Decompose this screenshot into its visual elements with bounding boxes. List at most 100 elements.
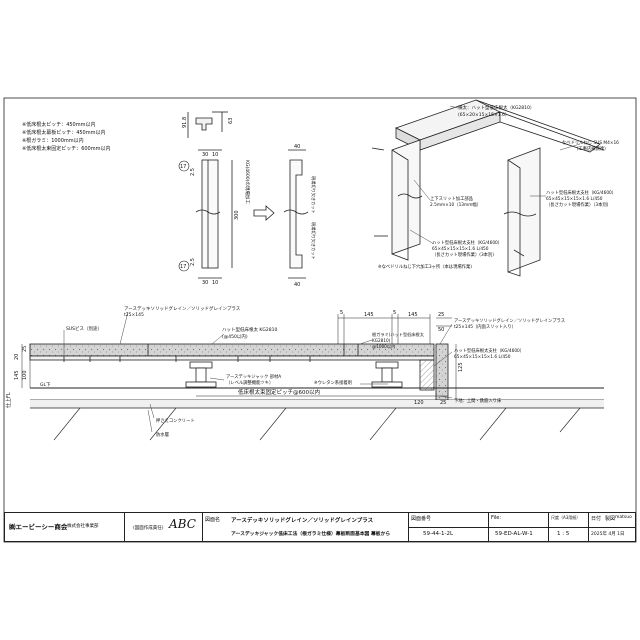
dim-40-top: 40 <box>294 144 300 150</box>
sec-label-10: 押さえコンクリート <box>156 417 195 424</box>
dim-17-top: 17 <box>180 164 186 170</box>
post-front-detail <box>195 149 233 279</box>
sec-label-5b: t25×145（内面スリット入り） <box>454 323 516 330</box>
isometric-assembly <box>371 99 605 277</box>
note-4: ※低床根太束固定ピッチ：600mm以内 <box>22 145 110 152</box>
date-label: 日付 <box>591 516 602 522</box>
iso-label-3c: （長さカット現場作業）（3本別) <box>546 201 609 208</box>
dim-25b: 25 <box>440 400 446 406</box>
drawing-title-2: アースデッキジャック低床工法（根ガラミ仕様）幕板断面基本図 幕板から <box>231 532 391 537</box>
dim-10-bottom: 10 <box>212 280 218 286</box>
sec-label-9: 下地：土間・鉄筋入り床 <box>454 397 502 404</box>
note-2: ※低床根太幕板ピッチ：450mm以内 <box>22 129 105 136</box>
dim-145v: 145 <box>14 370 20 380</box>
post-cut-detail <box>283 149 309 279</box>
file-cell: File: 59-ED-AL-W-1 <box>489 513 549 541</box>
sec-label-5a: アースデッキソリッドグレイン／ソリッドグレインプラス <box>454 317 565 324</box>
process-arrow-icon <box>253 205 275 221</box>
profile-section-detail <box>187 111 228 138</box>
sec-label-6a: ハット型低床根太支柱（KG/4600） <box>454 347 524 354</box>
drawing-title-1: アースデッキソリッドグレイン／ソリッドグレインプラス <box>231 518 374 524</box>
iso-label-5c: （長さカット現場作業）(3本別) <box>432 251 494 258</box>
sec-label-3a: ハット型低床根太 KG2810 <box>222 326 277 333</box>
iso-label-5a: ハット型低床根太支柱（KG/4600） <box>432 239 502 246</box>
drawing-no: 59-44-1-2L <box>423 531 454 537</box>
iso-leader-lines <box>409 105 581 245</box>
date-cell: 日付 製図 matsuo 2025年 4月 1日 <box>589 513 635 541</box>
dim-100: 100 <box>22 370 28 380</box>
sheet-border <box>3 97 637 543</box>
author-name: matsuo <box>615 515 632 520</box>
sec-label-1a: アースデッキソリッドグレイン／ソリッドグレインプラス <box>124 305 241 312</box>
scale-label: 尺度（A3用紙） <box>551 515 581 520</box>
iso-label-1b: (65×20×15×15×1.6） <box>458 112 509 118</box>
sec-label-7b: （レベル調整機能ツキ） <box>226 379 273 386</box>
scale-cell: 尺度（A3用紙） 1 : 5 <box>549 513 589 541</box>
abc-logo: ABC <box>169 517 196 531</box>
section-leaders <box>63 311 453 433</box>
iso-label-1a: 横太：ハット型低床根太（KG2810） <box>458 104 534 111</box>
drawing-name-cell: 図面名 アースデッキソリッドグレイン／ソリッドグレインプラス アースデッキジャッ… <box>203 513 409 541</box>
iso-label-6: ※なべドリルねじ下穴加工3ヶ所（本は現場作業) <box>378 263 472 270</box>
scale-value: 1 : 5 <box>557 531 570 537</box>
sec-label-4b: KG2810) <box>372 338 391 343</box>
dim-10: 10 <box>212 152 218 158</box>
dim-5a: 5 <box>340 310 343 316</box>
dim-30: 30 <box>202 152 208 158</box>
iso-label-3b: 65×45×15×15×1.6 L/450 <box>546 196 603 202</box>
kg-process-label: KG(4600)の現場加工 <box>244 160 251 204</box>
author-label: 製図 <box>605 516 616 522</box>
file-name: 59-ED-AL-W-1 <box>495 531 533 537</box>
dim-25a: 25 <box>438 312 444 318</box>
drawing-no-label: 図面番号 <box>411 516 432 522</box>
iso-label-4b: 2.5mm×10（13mm幅） <box>430 201 481 208</box>
dim-2-5-bottom: 2.5 <box>190 258 196 266</box>
section-view <box>29 343 604 441</box>
company-name: ㈱エービーシー商会 <box>9 523 68 531</box>
sec-label-6b: 65×45×15×15×1.6 L/450 <box>454 354 511 360</box>
iso-label-2b: （工事店様調達） <box>574 145 608 152</box>
dim-63: 63 <box>228 118 234 124</box>
gl-label: GL下 <box>40 382 51 388</box>
sec-label-1b: t25×145 <box>124 312 144 318</box>
sec-label-8: ※ウレタン系接着剤 <box>314 379 352 386</box>
dim-91-8: 91.8 <box>182 117 188 128</box>
cut-label-top: 現場切り欠きカット <box>310 176 317 214</box>
note-1: ※低床根太ピッチ：450mm以内 <box>22 121 95 128</box>
pitch-label: 低床根太束固定ピッチ@600以内 <box>238 388 320 396</box>
dim-145b: 145 <box>408 312 418 318</box>
dim-20: 20 <box>14 354 20 360</box>
sec-label-11: 防水層 <box>156 431 169 438</box>
section-dim-lines <box>21 314 457 400</box>
edge-deck-board <box>435 343 449 401</box>
dim-300: 300 <box>234 210 240 220</box>
sec-label-3b: (@450以内) <box>222 333 248 340</box>
iso-label-4a: 上下スリット加工部品 <box>430 195 473 202</box>
dim-125: 125 <box>458 362 464 372</box>
dim-17-bottom: 17 <box>180 264 186 270</box>
drawing-name-label: 図面名 <box>205 517 221 523</box>
cut-label-bottom: 現場切り欠きカット <box>310 222 317 260</box>
file-label: File: <box>491 515 502 521</box>
title-block: ㈱エービーシー商会 株式会社事業部 (図面作成責任) ABC 図面名 アースデッ… <box>4 512 636 542</box>
dim-145a: 145 <box>364 312 374 318</box>
design-credit: (図面作成責任) <box>133 526 164 531</box>
dim-5b: 5 <box>393 310 396 316</box>
notes-block: ※低床根太ピッチ：450mm以内 ※低床根太幕板ピッチ：450mm以内 ※根ガラ… <box>22 121 110 152</box>
dim-2-5-top: 2.5 <box>190 168 196 176</box>
company-sub: 株式会社事業部 <box>67 524 99 529</box>
drawing-no-cell: 図面番号 59-44-1-2L <box>409 513 489 541</box>
sec-label-7a: アースデッキジャック 部材A <box>226 373 281 380</box>
iso-label-2a: なべドリルねじ SUS M4×16 <box>562 139 619 146</box>
note-3: ※根ガラミ：1000mm以内 <box>22 137 84 144</box>
dim-40-bottom: 40 <box>294 282 300 288</box>
sec-label-2: SUSビス（別途） <box>66 325 102 332</box>
dim-50: 50 <box>438 327 444 333</box>
dim-30-bottom: 30 <box>202 280 208 286</box>
iso-label-5b: 65×45×15×15×1.6 L/450 <box>432 246 489 252</box>
company-cell: ㈱エービーシー商会 株式会社事業部 <box>5 513 125 541</box>
logo-cell: (図面作成責任) ABC <box>125 513 203 541</box>
sec-label-4a: 根ガラミ(ハット型低床根太 <box>372 331 425 338</box>
date-value: 2025年 4月 1日 <box>591 532 625 537</box>
